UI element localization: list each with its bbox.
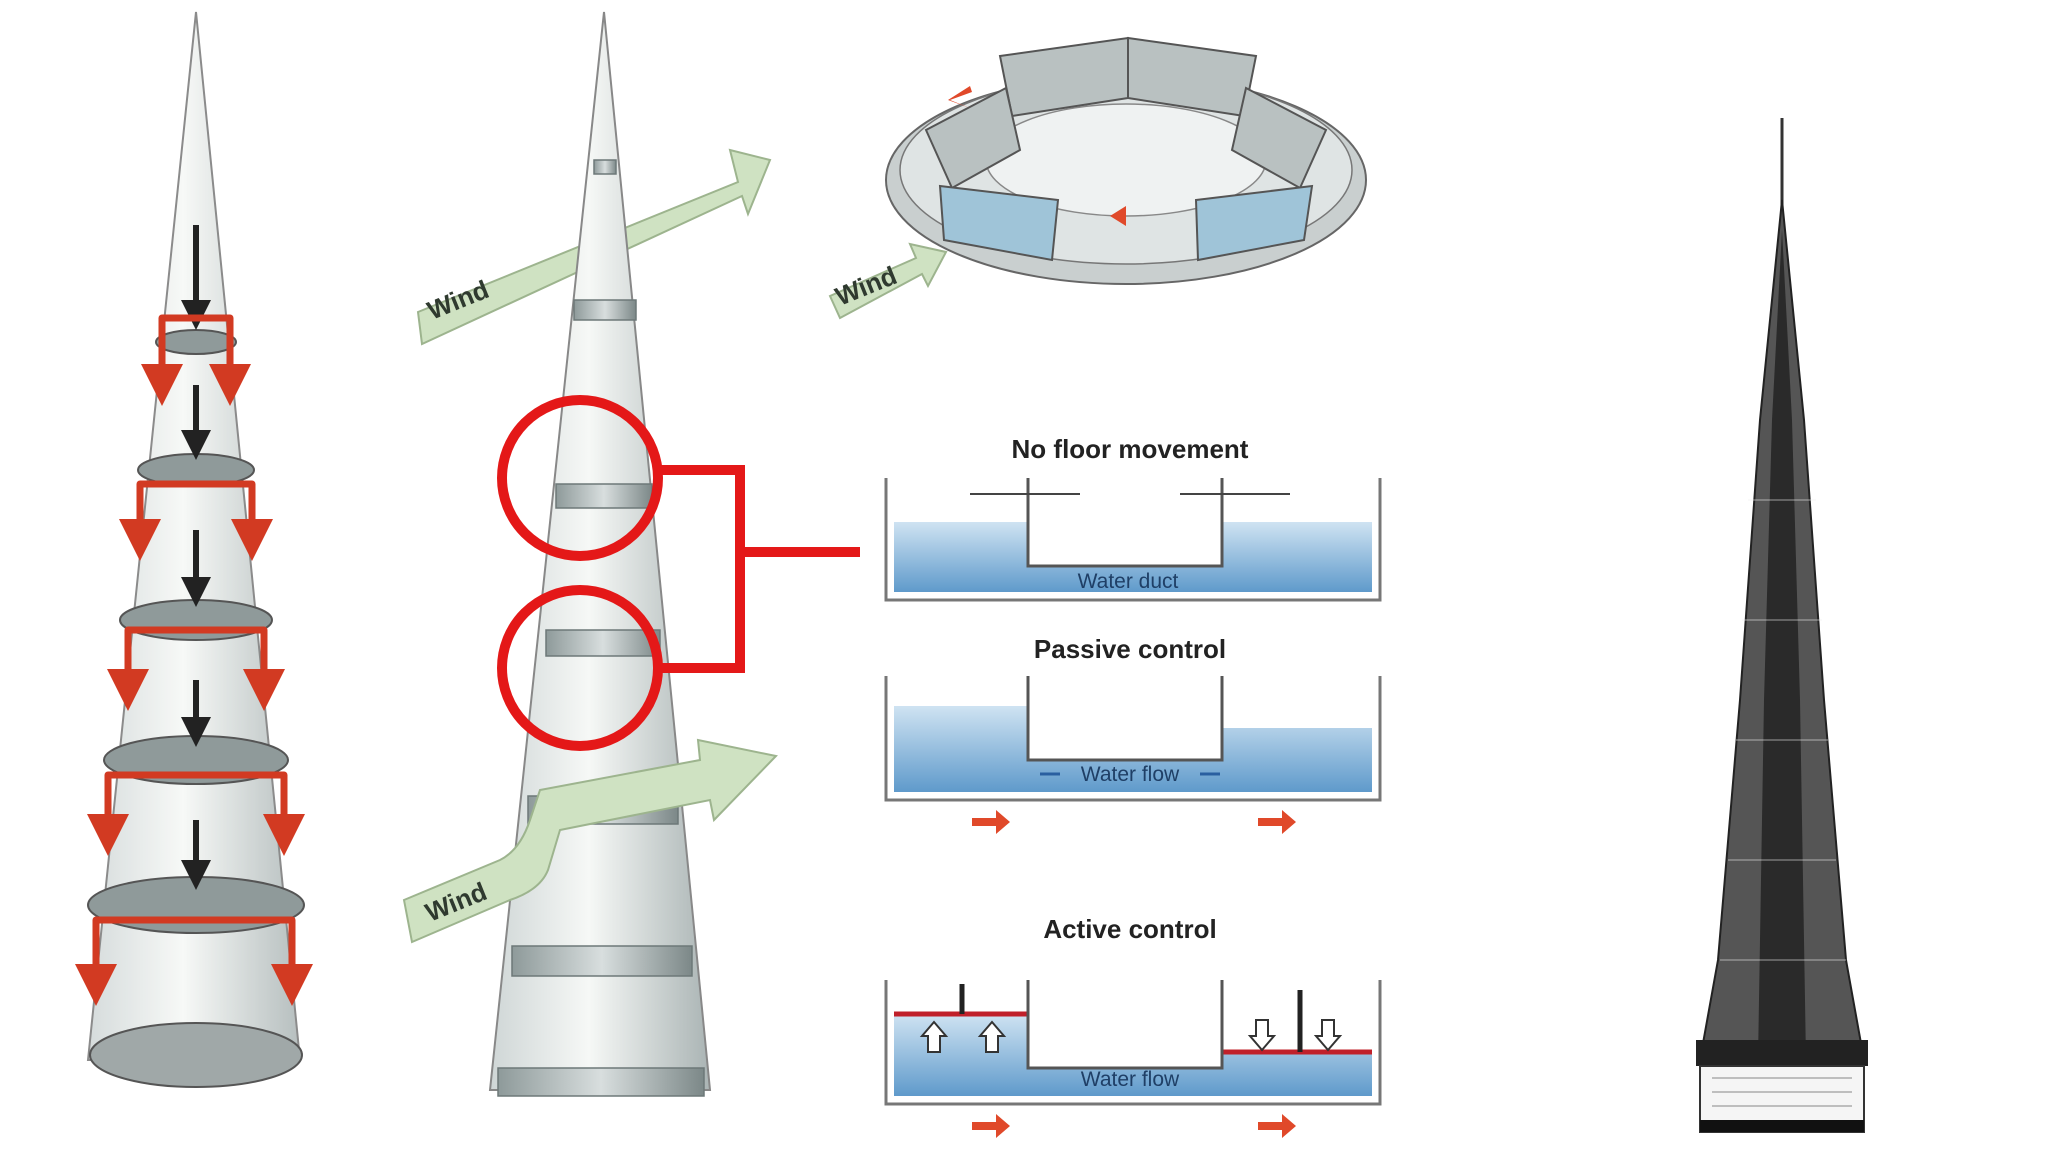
label-passive-control: Passive control [1034,634,1226,664]
floor-shift-arrows-passive [972,810,1296,834]
highlight-circles [497,395,860,751]
tank-passive-control: Passive control Water flow [884,634,1382,834]
damper-ring-3d: Wind [828,36,1367,320]
label-active-control: Active control [1043,914,1216,944]
load-arrows-red [75,314,313,1006]
damper-rings [497,159,705,1097]
label-water-duct: Water duct [1078,570,1179,593]
label-no-floor-movement: No floor movement [1012,434,1249,464]
wind-cone: Wind Wind [402,11,860,1097]
tank-no-floor-movement: No floor movement Water duct [884,434,1382,602]
pressure-arrows [919,1019,1343,1053]
skyscraper-elevation [1696,118,1868,1133]
ring-red-arrows [948,86,1176,226]
load-path-cone [75,11,313,1088]
label-water-flow-active: Water flow [1081,1068,1180,1091]
tank-blocks [924,36,1328,262]
tank-active-control: Active control Water flow [884,914,1382,1138]
floor-shift-arrows-active [972,1114,1296,1138]
label-water-flow-passive: Water flow [1081,763,1180,786]
wind-arrow-top: Wind [828,242,948,320]
